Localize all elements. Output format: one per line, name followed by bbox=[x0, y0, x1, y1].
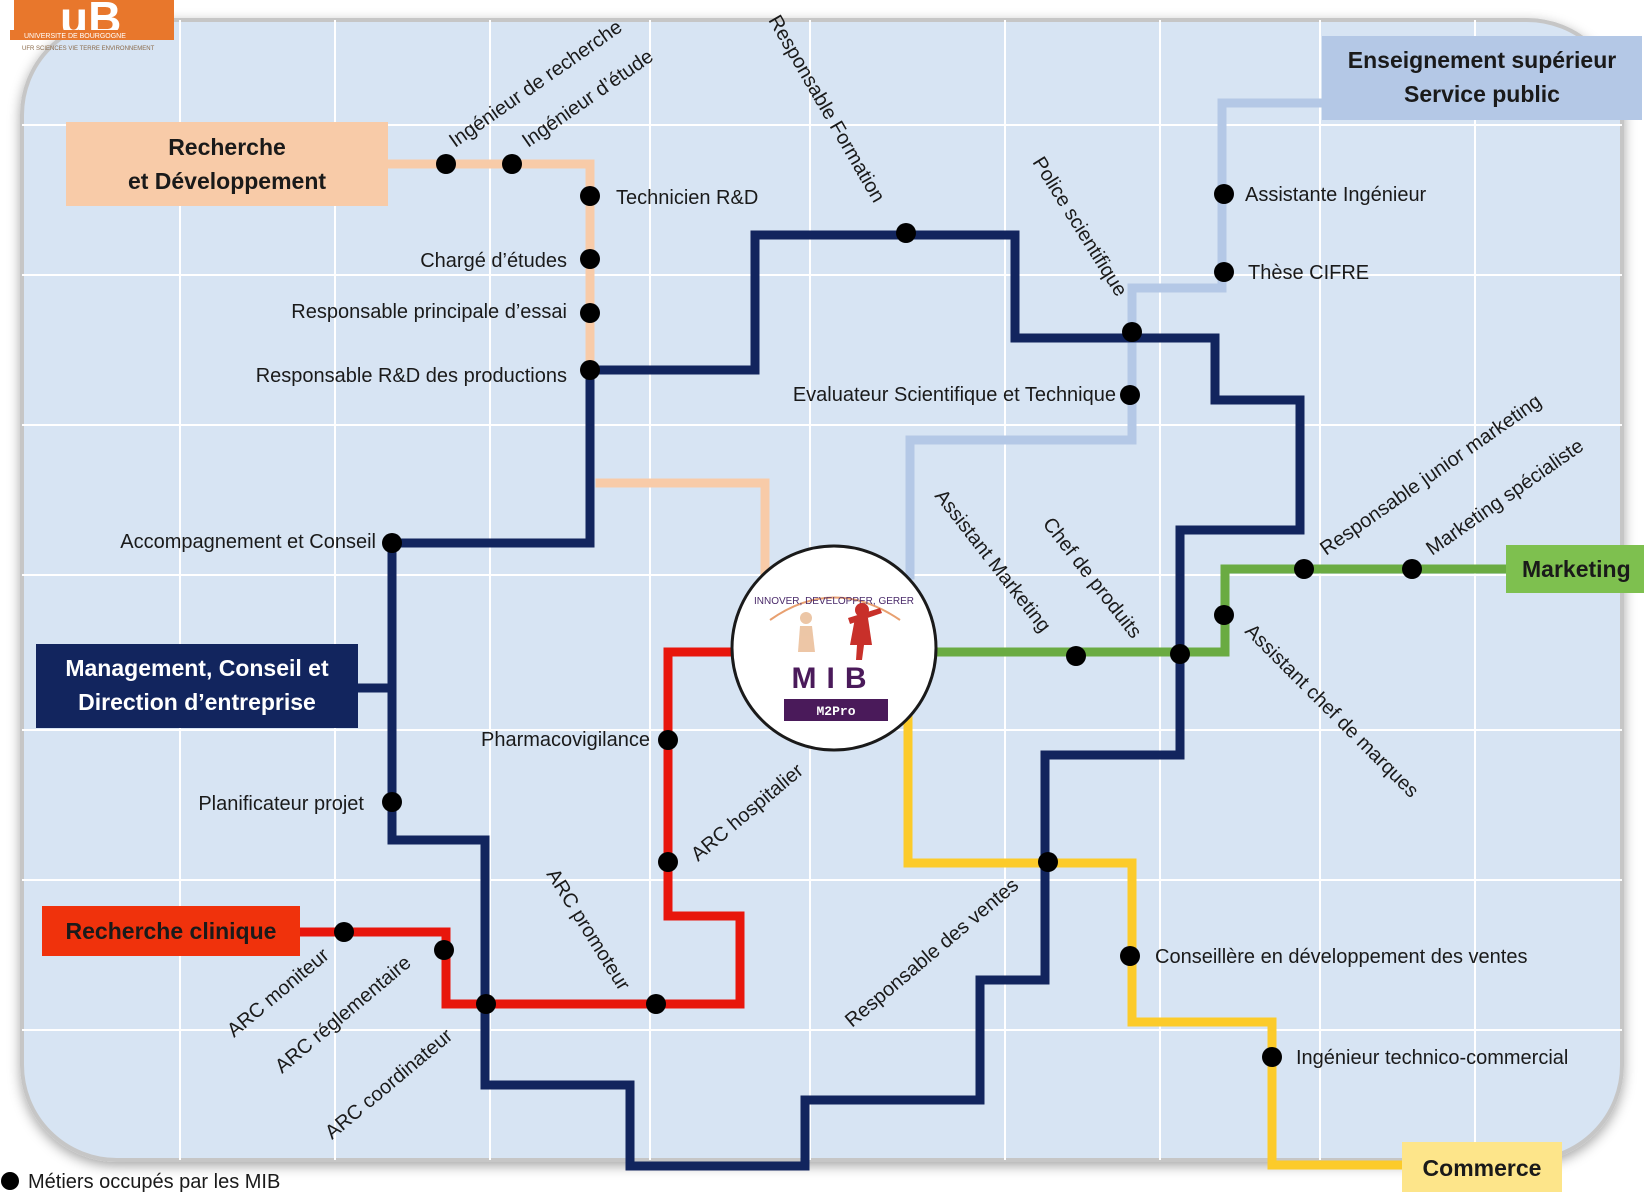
station-dot bbox=[1170, 644, 1190, 664]
mib-title: MIB bbox=[792, 662, 877, 695]
legend: Métiers occupés par les MIB bbox=[1, 1171, 280, 1192]
station-dot bbox=[1120, 385, 1140, 405]
station-dot bbox=[1294, 559, 1314, 579]
station-dot bbox=[476, 994, 496, 1014]
label-these-cifre: Thèse CIFRE bbox=[1248, 262, 1369, 284]
box-management-line2: Direction d’entreprise bbox=[78, 689, 316, 715]
box-rd-line1: Recherche bbox=[168, 134, 286, 160]
logo-ufr: UFR SCIENCES VIE TERRE ENVIRONNEMENT bbox=[22, 46, 155, 52]
logo-university: UNIVERSITE DE BOURGOGNE bbox=[24, 33, 126, 40]
box-commerce-label: Commerce bbox=[1423, 1155, 1542, 1181]
station-dot bbox=[334, 922, 354, 942]
label-assistante-ingenieur: Assistante Ingénieur bbox=[1245, 184, 1427, 206]
mib-logo: INNOVER, DEVELOPPER, GERER MIB M2Pro bbox=[730, 544, 938, 752]
label-responsable-rd-productions: Responsable R&D des productions bbox=[256, 365, 567, 387]
box-marketing: Marketing bbox=[1506, 545, 1644, 593]
label-charge-etudes: Chargé d’études bbox=[420, 250, 567, 272]
mib-tagline: INNOVER, DEVELOPPER, GERER bbox=[754, 596, 914, 607]
station-dot bbox=[896, 223, 916, 243]
figure-icon bbox=[848, 603, 882, 660]
stations bbox=[334, 154, 1422, 1067]
box-management: Management, Conseil et Direction d’entre… bbox=[36, 644, 358, 728]
station-dot bbox=[382, 533, 402, 553]
label-accompagnement-conseil: Accompagnement et Conseil bbox=[120, 531, 376, 553]
box-management-line1: Management, Conseil et bbox=[65, 655, 329, 681]
station-dot bbox=[580, 249, 600, 269]
box-enseignement-line1: Enseignement supérieur bbox=[1348, 47, 1616, 73]
station-dot bbox=[1402, 559, 1422, 579]
station-dot bbox=[580, 360, 600, 380]
station-dot bbox=[1122, 322, 1142, 342]
station-dot bbox=[658, 852, 678, 872]
legend-text: Métiers occupés par les MIB bbox=[28, 1171, 280, 1192]
label-evaluateur: Evaluateur Scientifique et Technique bbox=[793, 384, 1116, 406]
box-enseignement: Enseignement supérieur Service public bbox=[1322, 36, 1642, 120]
label-responsable-essai: Responsable principale d’essai bbox=[291, 301, 567, 323]
label-ingenieur-technico-commercial: Ingénieur technico-commercial bbox=[1296, 1047, 1568, 1069]
station-dot bbox=[1214, 605, 1234, 625]
label-planificateur-projet: Planificateur projet bbox=[198, 793, 364, 815]
box-rd: Recherche et Développement bbox=[66, 122, 388, 206]
line-rd-branch bbox=[595, 478, 770, 580]
station-dot bbox=[1262, 1047, 1282, 1067]
station-dot bbox=[1214, 262, 1234, 282]
label-pharmacovigilance: Pharmacovigilance bbox=[481, 729, 650, 751]
university-logo: uB UNIVERSITE DE BOURGOGNE UFR SCIENCES … bbox=[10, 0, 174, 52]
station-dot bbox=[658, 730, 678, 750]
station-dot bbox=[580, 186, 600, 206]
line-rd bbox=[385, 159, 595, 377]
station-dot bbox=[1066, 646, 1086, 666]
station-dot bbox=[436, 154, 456, 174]
box-clinique-label: Recherche clinique bbox=[66, 918, 277, 944]
box-marketing-label: Marketing bbox=[1522, 556, 1631, 582]
line-commerce bbox=[903, 715, 1415, 1170]
station-dot bbox=[382, 792, 402, 812]
station-dot bbox=[1214, 184, 1234, 204]
station-dot bbox=[646, 994, 666, 1014]
station-dot bbox=[434, 940, 454, 960]
box-clinique: Recherche clinique bbox=[42, 906, 300, 956]
mib-subtitle: M2Pro bbox=[816, 704, 855, 719]
line-enseignement bbox=[905, 98, 1325, 580]
station-dot bbox=[1120, 946, 1140, 966]
figure-ghost-icon bbox=[798, 612, 815, 652]
line-management bbox=[387, 230, 1305, 1171]
box-rd-line2: et Développement bbox=[128, 168, 326, 194]
station-dot bbox=[580, 303, 600, 323]
station-dot bbox=[1038, 852, 1058, 872]
box-enseignement-line2: Service public bbox=[1404, 81, 1560, 107]
station-dot bbox=[502, 154, 522, 174]
label-technicien-rd: Technicien R&D bbox=[616, 187, 758, 209]
box-commerce: Commerce bbox=[1402, 1142, 1562, 1192]
label-conseillere-ventes: Conseillère en développement des ventes bbox=[1155, 946, 1527, 968]
legend-dot bbox=[1, 1172, 19, 1190]
mib-logo-arc bbox=[769, 596, 901, 621]
